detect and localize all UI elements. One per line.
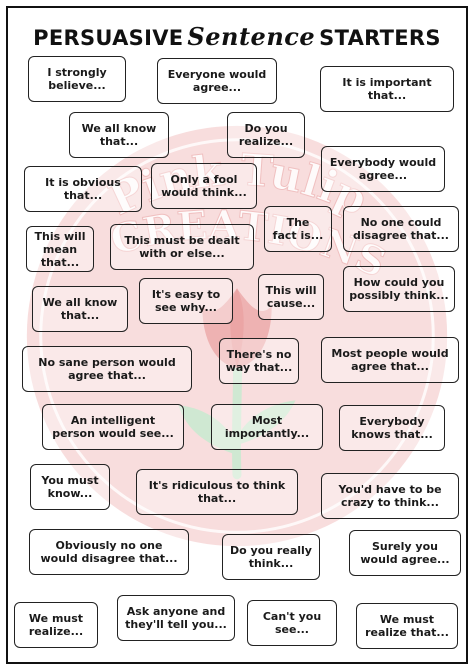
title-part-1: PERSUASIVE xyxy=(33,26,184,50)
sentence-starter-card: This must be dealt with or else... xyxy=(110,224,254,270)
sentence-starter-card: This will mean that... xyxy=(26,226,94,272)
sentence-starter-card: We must realize that... xyxy=(356,603,458,649)
sentence-starter-card: An intelligent person would see... xyxy=(42,404,184,450)
sentence-starter-card: Ask anyone and they'll tell you... xyxy=(117,595,235,641)
sentence-starter-card: It is obvious that... xyxy=(24,166,142,212)
sentence-starter-card: We all know that... xyxy=(69,112,169,158)
sentence-starter-card: I strongly believe... xyxy=(28,56,126,102)
sentence-starter-card: This will cause... xyxy=(258,274,324,320)
sentence-starter-card: We must realize... xyxy=(14,602,98,648)
sentence-starter-card: It's ridiculous to think that... xyxy=(136,469,298,515)
sentence-starter-card: No one could disagree that... xyxy=(343,206,459,252)
sentence-starter-card: Only a fool would think... xyxy=(151,163,257,209)
sentence-starter-card: Everyone would agree... xyxy=(157,58,277,104)
sentence-starter-card: Most importantly... xyxy=(211,404,323,450)
sentence-starter-card: Everybody would agree... xyxy=(321,146,445,192)
sentence-starter-card: We all know that... xyxy=(32,286,128,332)
sentence-starter-card: You must know... xyxy=(30,464,110,510)
sentence-starter-card: Surely you would agree... xyxy=(349,530,461,576)
title-part-2: Sentence xyxy=(187,22,316,51)
sentence-starter-card: There's no way that... xyxy=(219,338,299,384)
sentence-starter-card: You'd have to be crazy to think... xyxy=(321,473,459,519)
sentence-starter-card: The fact is... xyxy=(264,206,332,252)
sentence-starter-card: Can't you see... xyxy=(247,600,337,646)
sentence-starter-card: Do you realize... xyxy=(227,112,305,158)
sentence-starter-card: It is important that... xyxy=(320,66,454,112)
sentence-starter-card: Most people would agree that... xyxy=(321,337,459,383)
sentence-starter-card: Obviously no one would disagree that... xyxy=(29,529,189,575)
sentence-starter-card: No sane person would agree that... xyxy=(22,346,192,392)
sentence-starter-card: Do you really think... xyxy=(222,534,320,580)
sentence-starter-card: Everybody knows that... xyxy=(339,405,445,451)
sentence-starter-card: How could you possibly think... xyxy=(343,266,455,312)
title-part-3: STARTERS xyxy=(319,26,441,50)
sentence-starter-card: It's easy to see why... xyxy=(139,278,233,324)
